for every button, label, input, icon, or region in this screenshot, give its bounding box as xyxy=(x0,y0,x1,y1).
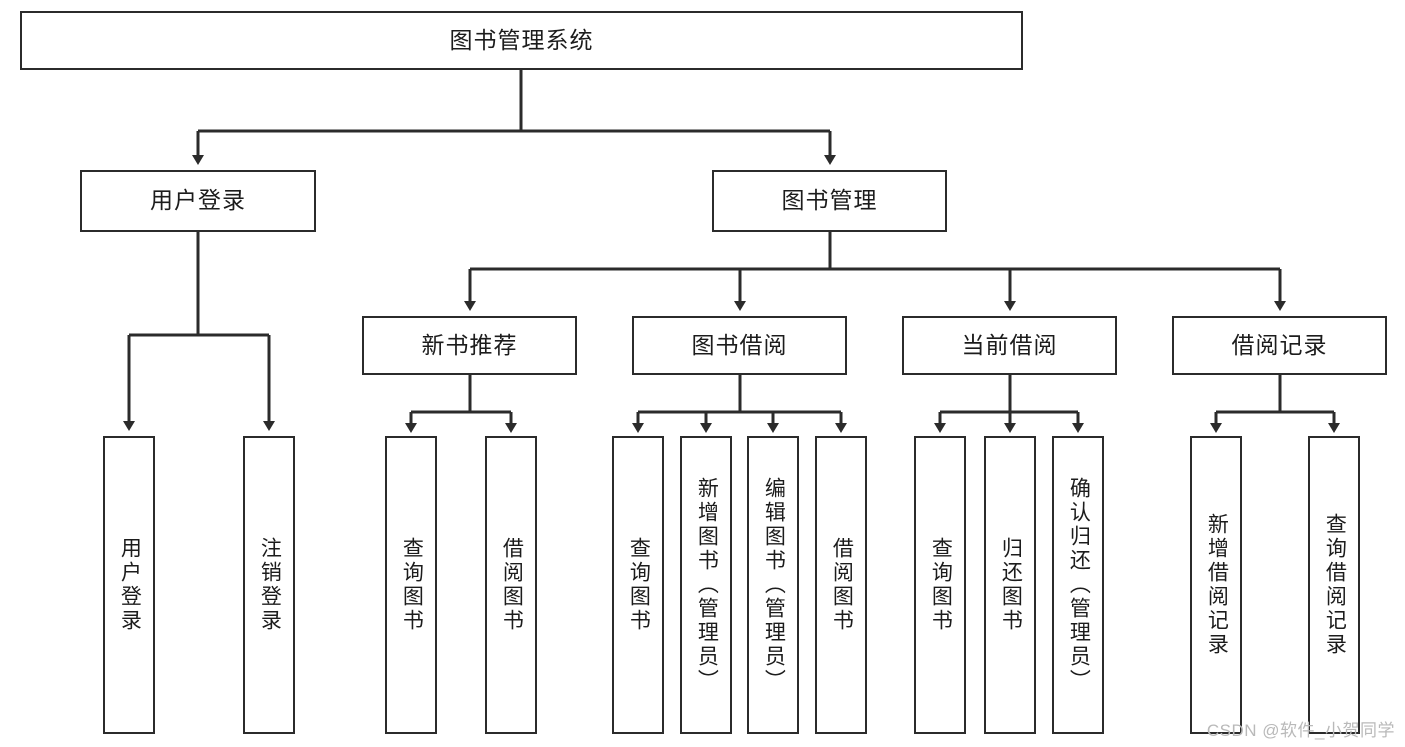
leaf-borrow-book-recommend[interactable]: 借阅图书 xyxy=(485,436,537,734)
node-label: 注销登录 xyxy=(258,537,282,633)
node-root[interactable]: 图书管理系统 xyxy=(20,11,1023,70)
watermark-text: CSDN @软件_小贺同学 xyxy=(1206,721,1395,740)
node-label: 当前借阅 xyxy=(961,331,1058,358)
node-label: 借阅图书 xyxy=(500,537,524,633)
node-label: 归还图书 xyxy=(999,537,1023,633)
node-label: 用户登录 xyxy=(150,187,246,214)
node-new-book-recommend[interactable]: 新书推荐 xyxy=(362,316,577,375)
node-current-borrow[interactable]: 当前借阅 xyxy=(902,316,1117,375)
leaf-query-book-current[interactable]: 查询图书 xyxy=(914,436,966,734)
node-label: 编辑图书（管理员） xyxy=(762,477,786,693)
leaf-add-book-admin[interactable]: 新增图书（管理员） xyxy=(680,436,732,734)
node-label: 图书借阅 xyxy=(691,331,788,358)
node-label: 查询图书 xyxy=(400,537,424,633)
leaf-edit-book-admin[interactable]: 编辑图书（管理员） xyxy=(747,436,799,734)
node-user-login[interactable]: 用户登录 xyxy=(80,170,316,232)
node-label: 借阅图书 xyxy=(830,537,854,633)
leaf-query-book-borrow[interactable]: 查询图书 xyxy=(612,436,664,734)
leaf-confirm-return-admin[interactable]: 确认归还（管理员） xyxy=(1052,436,1104,734)
node-label: 查询图书 xyxy=(929,537,953,633)
node-label: 新增借阅记录 xyxy=(1205,513,1229,657)
leaf-query-borrow-record[interactable]: 查询借阅记录 xyxy=(1308,436,1360,734)
node-label: 确认归还（管理员） xyxy=(1067,477,1091,693)
leaf-return-book[interactable]: 归还图书 xyxy=(984,436,1036,734)
node-book-management[interactable]: 图书管理 xyxy=(712,170,947,232)
node-label: 图书管理 xyxy=(781,187,878,214)
node-label: 新增图书（管理员） xyxy=(695,477,719,693)
leaf-user-login[interactable]: 用户登录 xyxy=(103,436,155,734)
node-label: 借阅记录 xyxy=(1231,331,1328,358)
node-label: 查询借阅记录 xyxy=(1323,513,1347,657)
node-label: 图书管理系统 xyxy=(449,26,594,53)
leaf-logout[interactable]: 注销登录 xyxy=(243,436,295,734)
node-book-borrow[interactable]: 图书借阅 xyxy=(632,316,847,375)
leaf-borrow-book[interactable]: 借阅图书 xyxy=(815,436,867,734)
node-label: 查询图书 xyxy=(627,537,651,633)
node-label: 新书推荐 xyxy=(421,331,518,358)
leaf-add-borrow-record[interactable]: 新增借阅记录 xyxy=(1190,436,1242,734)
leaf-query-book-recommend[interactable]: 查询图书 xyxy=(385,436,437,734)
node-label: 用户登录 xyxy=(118,537,142,633)
node-borrow-records[interactable]: 借阅记录 xyxy=(1172,316,1387,375)
